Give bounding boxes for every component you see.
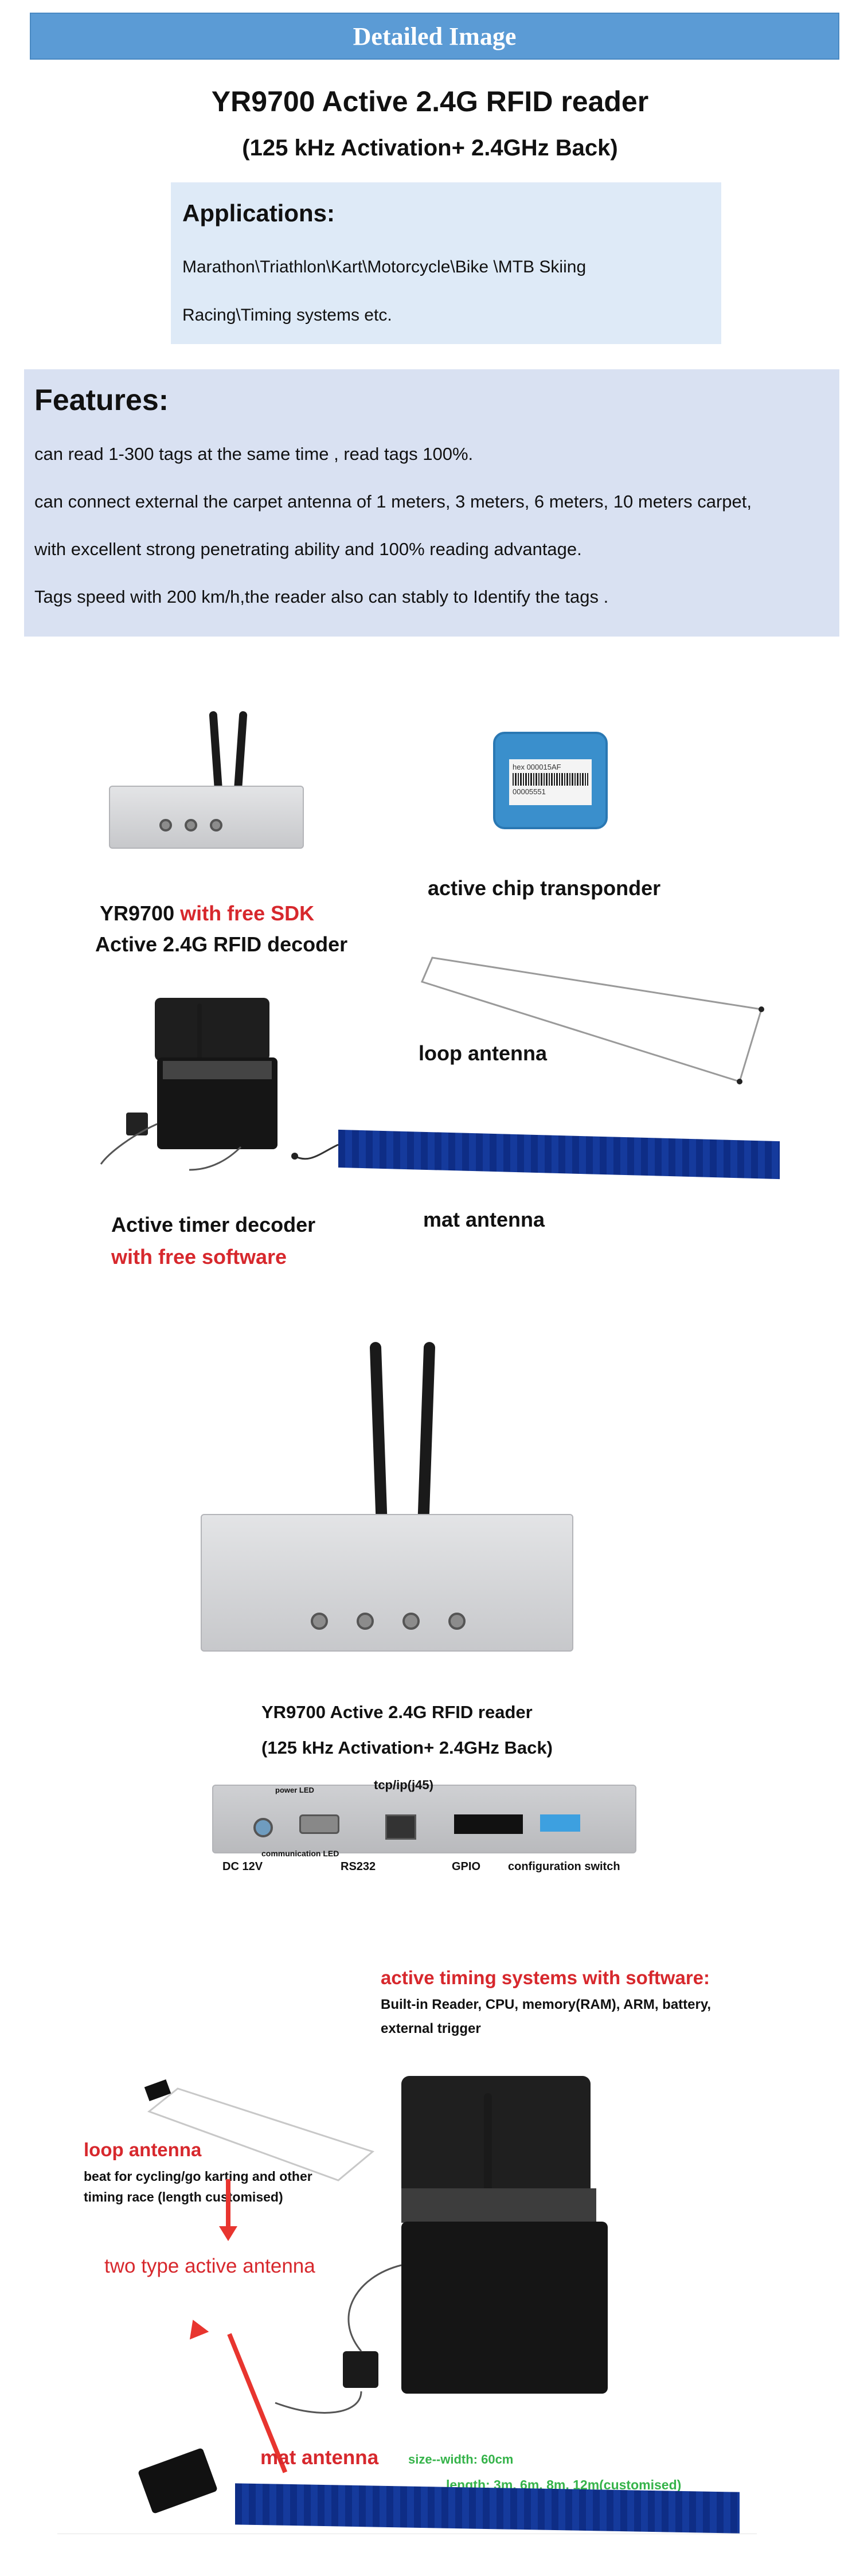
features-box: Features: can read 1-300 tags at the sam… bbox=[24, 369, 839, 637]
reader-back-panel bbox=[212, 1785, 636, 1853]
power-led-label: power LED bbox=[275, 1786, 314, 1794]
reader-detail-caption-1: YR9700 Active 2.4G RFID reader bbox=[261, 1702, 533, 1722]
reader-port bbox=[159, 819, 172, 832]
transponder-image: hex 000015AF 00005551 bbox=[493, 732, 608, 829]
mat-antenna-label: mat antenna bbox=[423, 1208, 545, 1231]
mat-title: mat antenna bbox=[260, 2446, 379, 2469]
header-banner: Detailed Image bbox=[30, 13, 839, 60]
reader-image bbox=[103, 711, 310, 854]
feature-item: Tags speed with 200 km/h,the reader also… bbox=[34, 587, 609, 607]
reader-port bbox=[185, 819, 197, 832]
comm-led-label: communication LED bbox=[261, 1849, 339, 1858]
reader-detail-caption-2: (125 kHz Activation+ 2.4GHz Back) bbox=[261, 1738, 553, 1758]
tag-label-2: 00005551 bbox=[513, 787, 546, 796]
reader-desc: Active 2.4G RFID decoder bbox=[95, 932, 348, 956]
feature-item: with excellent strong penetrating abilit… bbox=[34, 539, 582, 559]
reader-port bbox=[448, 1613, 466, 1630]
reader-port bbox=[357, 1613, 374, 1630]
mat-antenna-image bbox=[338, 1129, 780, 1180]
overview-section: YR9700 with free SDK Active 2.4G RFID de… bbox=[0, 677, 860, 1273]
timer-box-lid bbox=[401, 2076, 591, 2196]
timer-box-antenna bbox=[484, 2093, 492, 2208]
trigger-device bbox=[343, 2351, 378, 2388]
config-switch bbox=[540, 1814, 580, 1832]
timer-box-body bbox=[401, 2222, 608, 2394]
reader-label: YR9700 with free SDK bbox=[100, 901, 314, 926]
timer-decoder-label: Active timer decoder bbox=[111, 1213, 316, 1236]
gpio-port bbox=[454, 1814, 523, 1834]
tcp-port bbox=[385, 1814, 416, 1840]
loop-desc-1: beat for cycling/go karting and other bbox=[84, 2169, 312, 2184]
timer-box-panel bbox=[401, 2188, 596, 2223]
reader-model: YR9700 bbox=[100, 901, 175, 925]
timing-system-section: active timing systems with software: Bui… bbox=[0, 1961, 860, 2540]
tag-label-1: hex 000015AF bbox=[513, 763, 561, 771]
transponder-label: active chip transponder bbox=[428, 876, 661, 900]
timer-cable bbox=[275, 2264, 402, 2414]
arrow-up-head bbox=[183, 2316, 209, 2340]
two-type-label: two type active antenna bbox=[104, 2255, 315, 2277]
arrow-down-head bbox=[219, 2226, 237, 2241]
config-label: configuration switch bbox=[508, 1860, 620, 1873]
decoder-trigger bbox=[126, 1113, 148, 1135]
dc-port bbox=[253, 1818, 273, 1837]
features-heading: Features: bbox=[34, 384, 169, 417]
decoder-cable bbox=[100, 1123, 242, 1171]
size-width: size--width: 60cm bbox=[408, 2452, 514, 2466]
timer-software-label: with free software bbox=[111, 1245, 287, 1269]
loop-antenna-image bbox=[420, 957, 764, 1084]
decoder-lid bbox=[155, 998, 269, 1061]
rs232-label: RS232 bbox=[341, 1860, 376, 1873]
applications-line-1: Marathon\Triathlon\Kart\Motorcycle\Bike … bbox=[182, 257, 587, 276]
gpio-label: GPIO bbox=[452, 1860, 481, 1873]
mat-device bbox=[137, 2447, 218, 2515]
reader-detail-image bbox=[189, 1341, 591, 1692]
loop-antenna-node bbox=[759, 1006, 764, 1012]
product-subtitle: (125 kHz Activation+ 2.4GHz Back) bbox=[242, 135, 618, 161]
timer-decoder-image bbox=[97, 998, 281, 1176]
mat-antenna-image bbox=[235, 2483, 740, 2534]
feature-item: can read 1-300 tags at the same time , r… bbox=[34, 444, 474, 464]
loop-desc-2: timing race (length customised) bbox=[84, 2189, 283, 2204]
system-desc-1: Built-in Reader, CPU, memory(RAM), ARM, … bbox=[381, 1997, 712, 2012]
product-title: YR9700 Active 2.4G RFID reader bbox=[211, 85, 649, 118]
applications-heading: Applications: bbox=[182, 200, 335, 227]
reader-body bbox=[201, 1514, 573, 1652]
reader-body bbox=[109, 786, 304, 849]
system-title: active timing systems with software: bbox=[381, 1967, 710, 1988]
loop-title: loop antenna bbox=[84, 2139, 202, 2160]
decoder-antenna bbox=[197, 1004, 202, 1067]
decoder-panel bbox=[163, 1061, 272, 1079]
timer-box-image bbox=[344, 2076, 665, 2420]
arrow-down bbox=[226, 2179, 230, 2231]
loop-antenna-node bbox=[737, 1079, 742, 1084]
reader-port bbox=[311, 1613, 328, 1630]
applications-box: Applications: Marathon\Triathlon\Kart\Mo… bbox=[171, 182, 721, 344]
rs232-port bbox=[299, 1814, 339, 1834]
tcp-label: tcp/ip(j45) bbox=[374, 1778, 433, 1792]
tag-sticker: hex 000015AF 00005551 bbox=[509, 759, 592, 805]
applications-line-2: Racing\Timing systems etc. bbox=[182, 306, 392, 325]
reader-detail-section: YR9700 Active 2.4G RFID reader (125 kHz … bbox=[103, 1341, 763, 1915]
header-title: Detailed Image bbox=[353, 22, 517, 50]
feature-item: can connect external the carpet antenna … bbox=[34, 491, 752, 512]
loop-antenna-image bbox=[147, 2087, 375, 2181]
mat-antenna-cable bbox=[291, 1143, 339, 1160]
reader-sdk: with free SDK bbox=[180, 901, 315, 925]
dc-label: DC 12V bbox=[222, 1860, 263, 1873]
reader-port bbox=[402, 1613, 420, 1630]
loop-antenna-label: loop antenna bbox=[419, 1041, 547, 1065]
barcode bbox=[513, 773, 588, 786]
system-desc-2: external trigger bbox=[381, 2021, 481, 2036]
reader-port bbox=[210, 819, 222, 832]
